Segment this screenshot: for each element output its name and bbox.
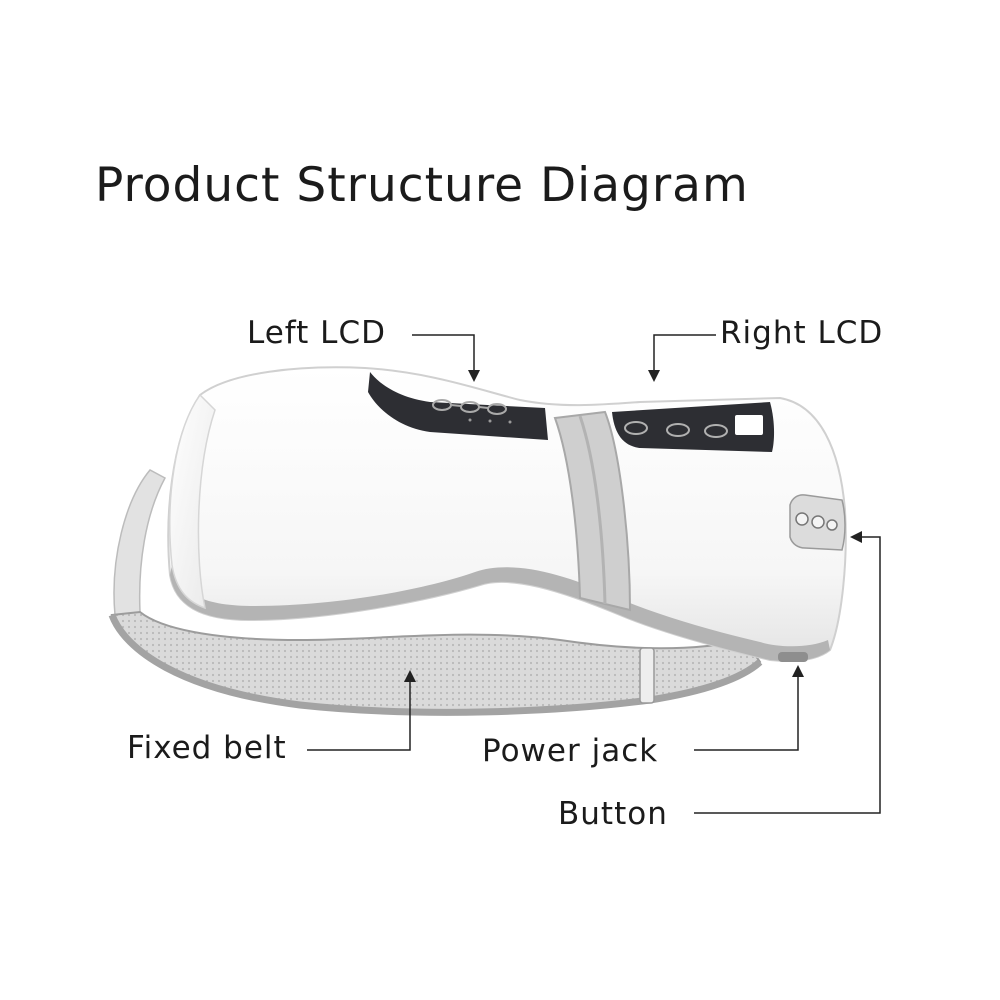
left-lcd-buttons	[432, 399, 507, 415]
leader-lines	[307, 334, 881, 814]
label-power-jack: Power jack	[482, 733, 659, 769]
power-jack-arrowhead	[792, 665, 804, 677]
fixed-belt-arrowhead	[404, 670, 416, 682]
left-lcd-leader	[412, 334, 475, 372]
right-lcd-panel	[612, 402, 775, 452]
power-jack	[778, 652, 808, 662]
button-arrowhead	[850, 531, 862, 543]
power-jack-leader	[694, 675, 799, 751]
right-lcd-leader	[653, 334, 716, 372]
rear-strap	[113, 469, 167, 616]
center-band	[553, 410, 632, 612]
center-band-line	[578, 415, 607, 605]
end-cap	[169, 393, 216, 610]
label-left-lcd: Left LCD	[247, 315, 386, 351]
side-buttons	[795, 512, 838, 531]
left-lcd-arrowhead	[468, 370, 480, 382]
label-button: Button	[558, 796, 668, 832]
diagram-title: Product Structure Diagram	[95, 158, 749, 213]
right-lcd-buttons	[624, 421, 728, 438]
label-right-lcd: Right LCD	[720, 315, 884, 351]
shell-trim	[170, 565, 830, 661]
label-fixed-belt: Fixed belt	[127, 730, 287, 766]
belt-edge	[108, 613, 763, 716]
fixed-belt-leader	[307, 680, 411, 751]
button-leader	[694, 536, 881, 814]
leader-arrowheads	[404, 370, 862, 682]
belt-buckle	[639, 647, 655, 704]
right-lcd-arrowhead	[648, 370, 660, 382]
left-lcd-dots	[468, 418, 512, 424]
right-lcd-screen	[735, 415, 763, 435]
